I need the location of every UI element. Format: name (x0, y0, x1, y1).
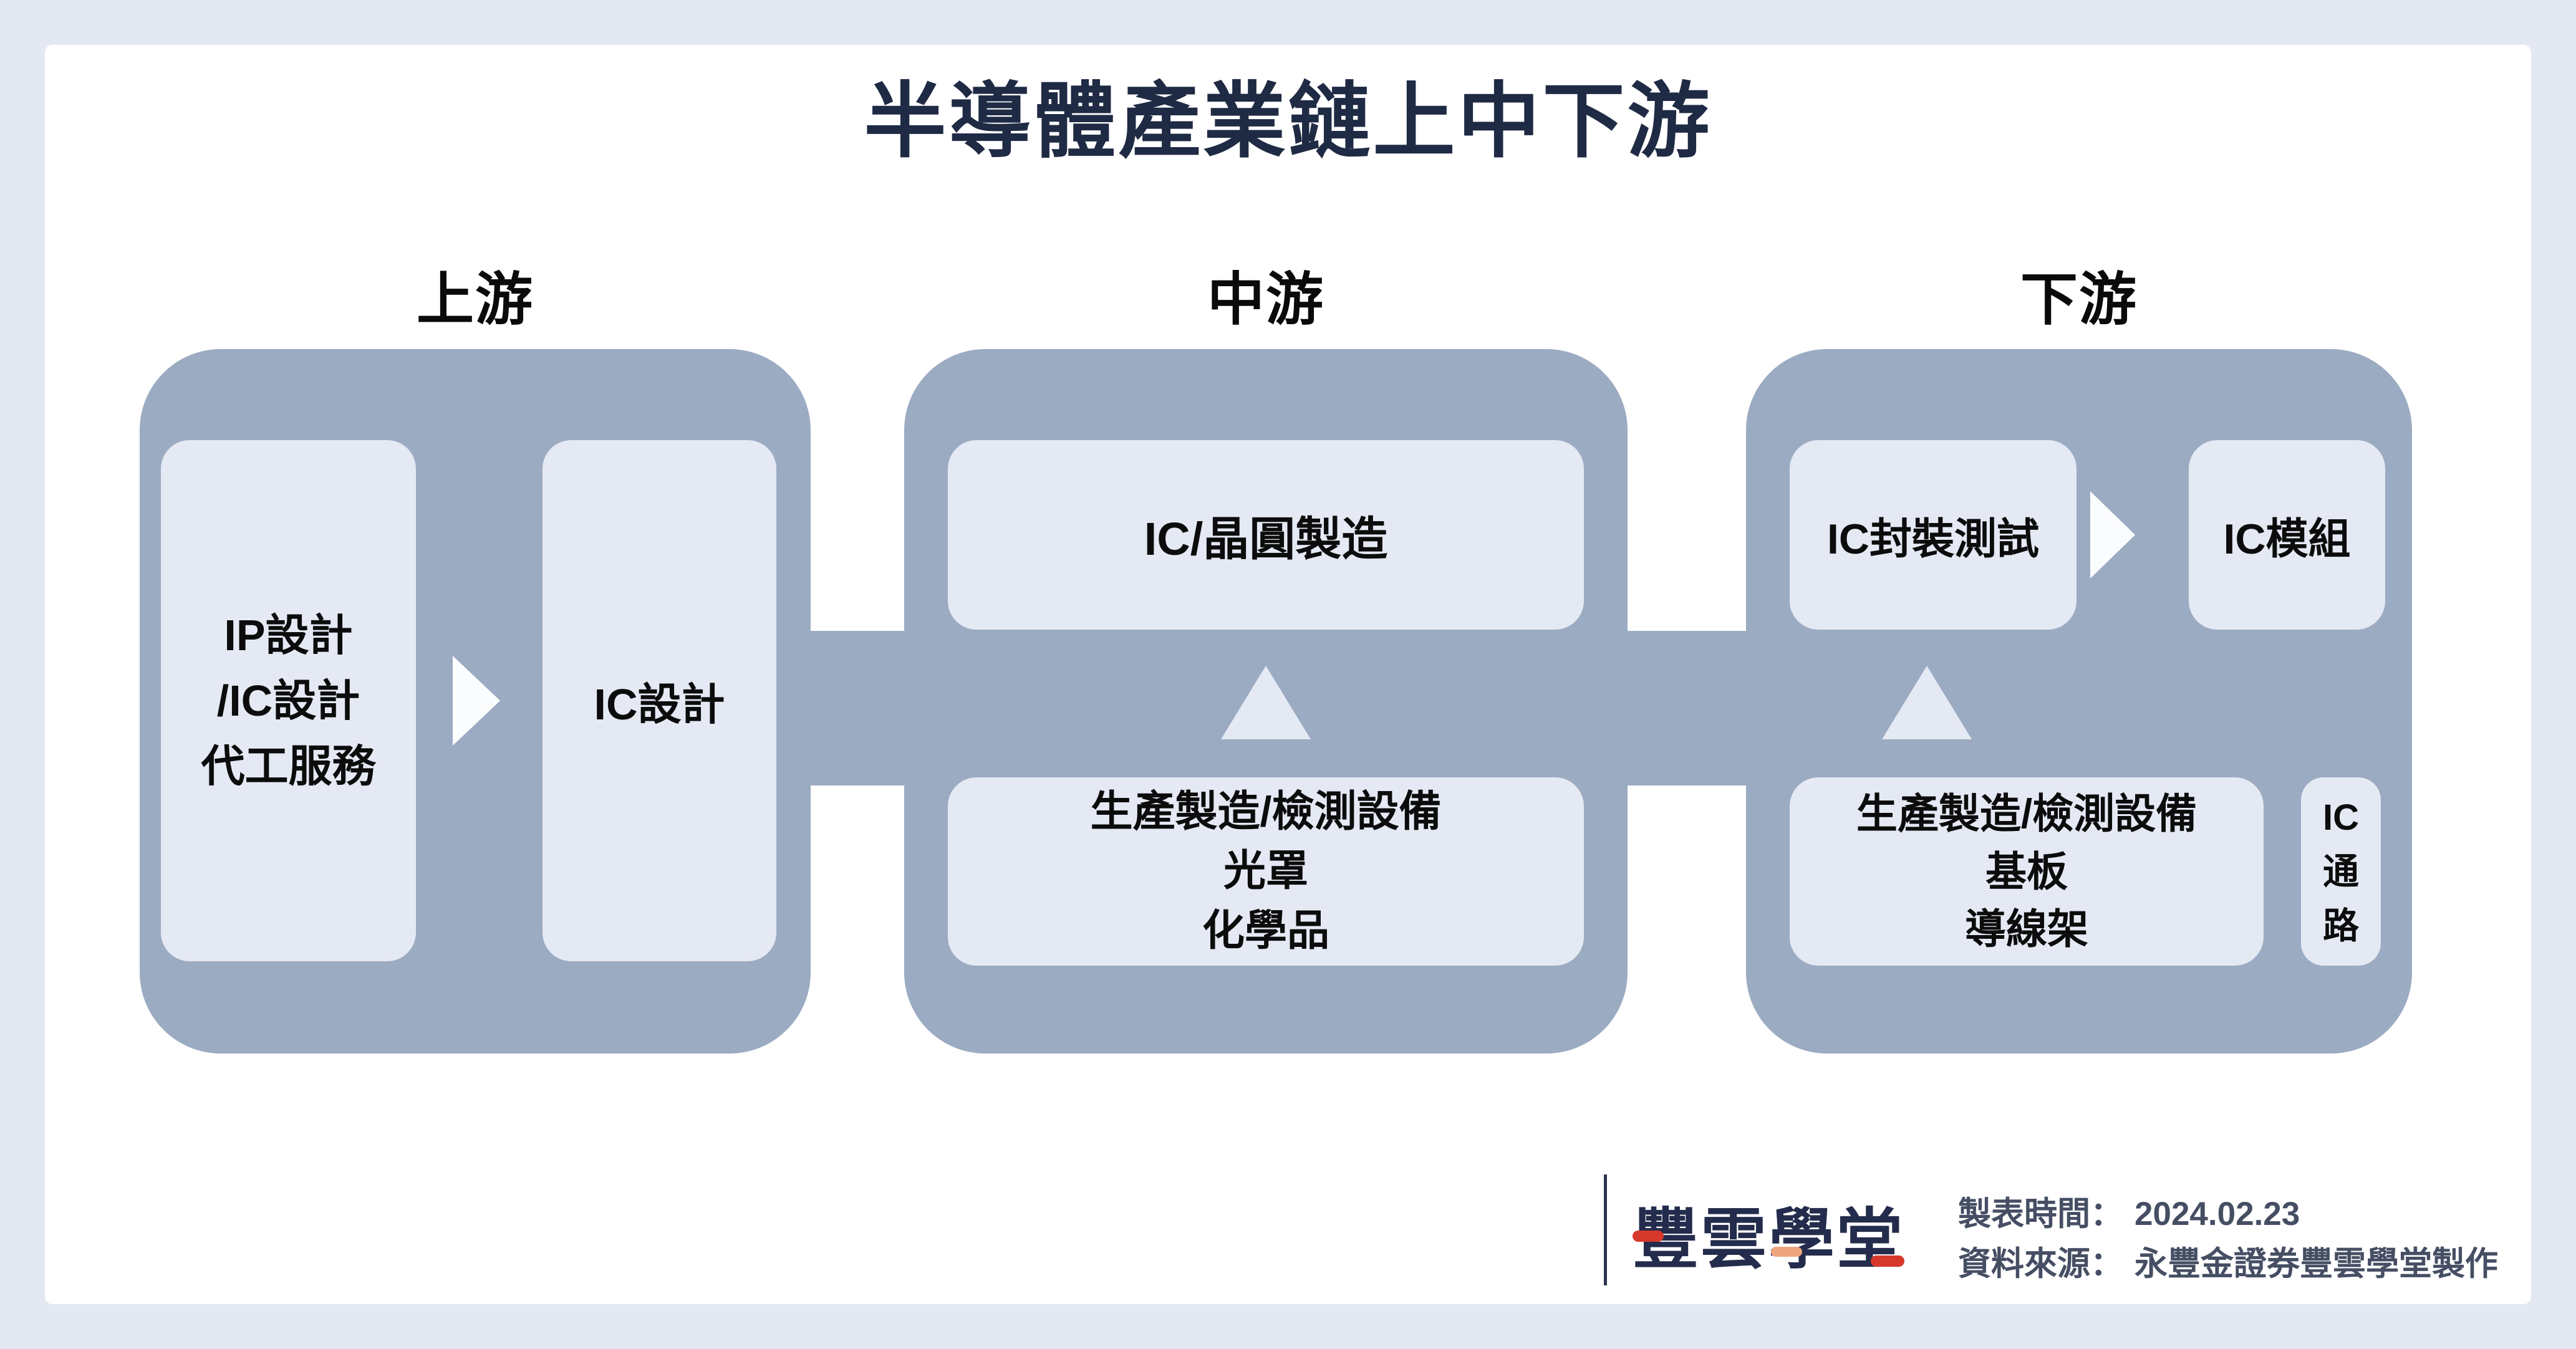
brand-logo: 豐雲學堂 (1633, 1203, 1904, 1277)
logo-accent-salmon-icon (1771, 1247, 1802, 1257)
created-date-label: 製表時間： (1958, 1196, 2123, 1232)
connector-band-midstream-downstream (1621, 631, 1752, 785)
node-line: IC (2323, 797, 2359, 838)
column-label-downstream: 下游 (2020, 268, 2138, 332)
node-ic-wafer-fab: IC/晶圓製造 (948, 440, 1584, 630)
node-line: 代工服務 (201, 741, 376, 790)
node-line: IP設計 (224, 610, 353, 660)
node-line: 生產製造/檢測設備 (1856, 790, 2197, 837)
data-source-value: 永豐金證券豐雲學堂製作 (2135, 1245, 2498, 1282)
node-ic-module: IC模組 (2189, 440, 2385, 630)
arrow-up-icon (1882, 666, 1972, 739)
created-date-row: 製表時間： 2024.02.23 (1958, 1189, 2498, 1239)
node-ic-packaging-testing: IC封裝測試 (1790, 440, 2077, 630)
node-line: 生產製造/檢測設備 (1090, 788, 1442, 836)
node-line: 化學品 (1202, 906, 1329, 954)
page-title: 半導體產業鏈上中下游 (864, 75, 1712, 167)
logo-accent-red-icon (1633, 1231, 1664, 1242)
connector-band-upstream-midstream (804, 631, 910, 785)
node-line: 通 (2322, 851, 2359, 892)
node-downstream-supply: 生產製造/檢測設備 基板 導線架 (1790, 777, 2264, 966)
node-line: 路 (2322, 905, 2359, 946)
footer-info: 製表時間： 2024.02.23 資料來源： 永豐金證券豐雲學堂製作 (1958, 1189, 2498, 1289)
node-line: 導線架 (1965, 906, 2088, 953)
node-line: /IC設計 (216, 676, 360, 725)
node-ic-channel: IC 通 路 (2301, 777, 2381, 966)
arrow-right-icon (2090, 491, 2135, 578)
data-source-label: 資料來源： (1958, 1245, 2123, 1282)
arrow-right-icon (453, 656, 500, 746)
column-label-upstream: 上游 (416, 268, 534, 332)
node-line: 光罩 (1223, 847, 1308, 895)
node-midstream-supply: 生產製造/檢測設備 光罩 化學品 (948, 777, 1584, 966)
node-line: IC設計 (594, 679, 725, 729)
arrow-up-icon (1221, 666, 1311, 739)
created-date-value: 2024.02.23 (2135, 1196, 2300, 1232)
data-source-row: 資料來源： 永豐金證券豐雲學堂製作 (1958, 1239, 2498, 1289)
column-label-midstream: 中游 (1207, 268, 1324, 332)
node-line: IC封裝測試 (1826, 515, 2039, 563)
node-line: IC/晶圓製造 (1144, 512, 1388, 565)
node-line: IC模組 (2223, 515, 2351, 563)
node-ic-design: IC設計 (543, 440, 776, 961)
footer-divider (1604, 1174, 1607, 1285)
logo-accent-red-icon (1871, 1255, 1904, 1267)
node-ip-design-service: IP設計 /IC設計 代工服務 (161, 440, 416, 961)
node-line: 基板 (1985, 848, 2068, 895)
